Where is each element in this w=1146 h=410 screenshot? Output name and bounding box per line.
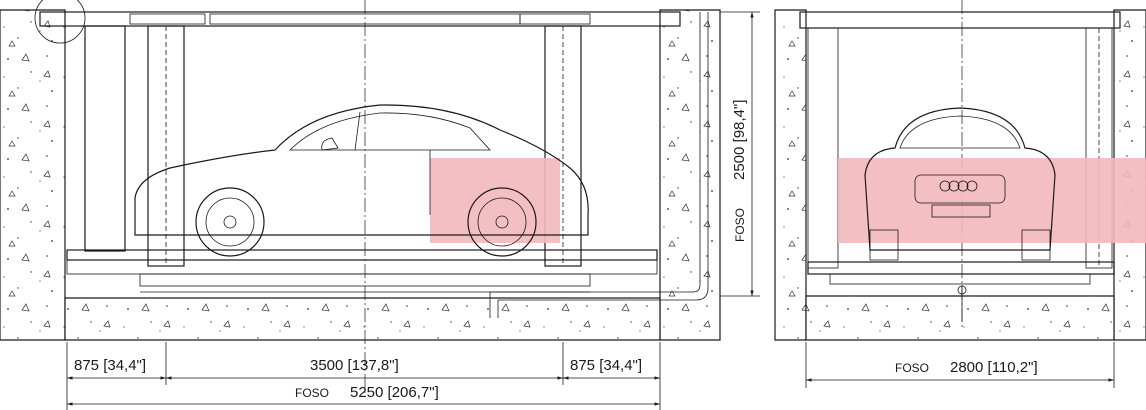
car-body — [134, 104, 589, 236]
front-left-wall-hatch — [775, 10, 806, 340]
front-wheel — [195, 187, 265, 257]
logo-ring-1 — [939, 180, 951, 192]
right-wall-hatch — [660, 10, 720, 340]
detail-circle — [34, 0, 86, 44]
dim-right-label: 875 [34,4"] — [570, 357, 642, 374]
dim-left-label: 875 [34,4"] — [74, 357, 146, 374]
side-view: 875 [34,4"] 3500 [137,8"] 875 [34,4"] FO… — [0, 0, 760, 410]
car-plate — [931, 204, 991, 218]
logo-ring-3 — [957, 180, 969, 192]
top-bracket-right — [519, 13, 591, 25]
logo-ring-4 — [966, 180, 978, 192]
dim-total-prefix: FOSO — [295, 386, 329, 400]
logo-ring-2 — [948, 180, 960, 192]
front-view: FOSO 2800 [110,2"] — [774, 0, 1146, 388]
rear-wheel-rim — [477, 197, 527, 247]
floor-slab-hatch — [65, 298, 660, 340]
height-value-label: 2500 [98,4"] — [731, 100, 748, 180]
front-drain-head — [957, 285, 967, 295]
front-top-beam — [799, 11, 1121, 29]
left-wall-hatch — [0, 10, 65, 340]
front-column-left — [807, 27, 839, 269]
car-front-profile — [864, 107, 1056, 261]
car-windscreen — [899, 115, 1021, 149]
front-wheel-right — [1021, 229, 1051, 261]
platform-base — [139, 273, 591, 287]
car-pillar — [354, 111, 361, 151]
rear-wheel-hub — [495, 215, 509, 229]
dim-total-value: 5250 [206,7"] — [350, 384, 439, 401]
highlight-band-side — [430, 158, 560, 243]
front-floor-hatch — [806, 296, 1114, 340]
mirror — [321, 137, 339, 151]
top-frame-beam — [39, 11, 681, 27]
hydraulic-pipe-inner — [497, 12, 709, 318]
car-side-profile — [134, 104, 589, 257]
front-wheel-hub — [223, 215, 237, 229]
platform-deck — [66, 249, 658, 261]
front-wheel-left — [869, 229, 899, 261]
top-bracket-left — [129, 13, 206, 25]
rear-wheel — [467, 187, 537, 257]
front-platform-base — [829, 273, 1091, 285]
left-outer-column — [84, 25, 126, 252]
car-grille — [914, 174, 1006, 204]
car-window — [289, 112, 491, 151]
front-width-value: 2800 [110,2"] — [950, 359, 1038, 376]
dim-middle-label: 3500 [137,8"] — [310, 357, 399, 374]
front-width-prefix: FOSO — [895, 361, 929, 375]
car-front-body — [864, 107, 1056, 251]
hydraulic-pipe — [489, 12, 701, 318]
height-prefix-label: FOSO — [733, 208, 747, 242]
front-wheel-rim — [205, 197, 255, 247]
highlight-band-front — [838, 158, 1146, 243]
front-platform — [807, 261, 1115, 275]
platform-under — [66, 259, 658, 275]
